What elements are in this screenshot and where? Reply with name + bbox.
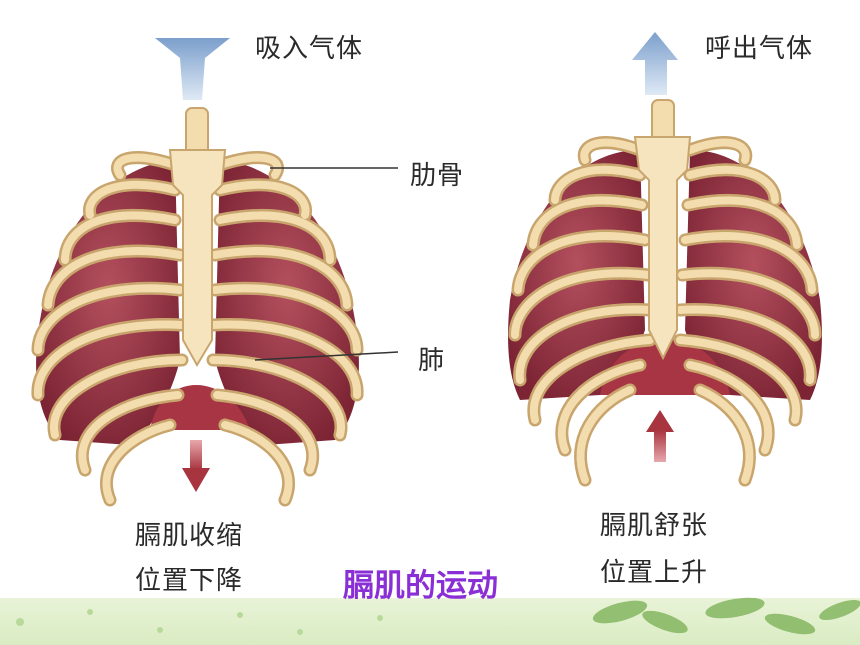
right-spine-top bbox=[651, 99, 675, 143]
rib-label: 肋骨 bbox=[410, 161, 465, 191]
left-lung-right bbox=[215, 160, 359, 445]
lung-label: 肺 bbox=[418, 346, 446, 376]
left-diaphragm-label-2: 位置下降 bbox=[135, 566, 244, 596]
exhale-arrow bbox=[632, 32, 678, 95]
diaphragm-up-arrow bbox=[646, 410, 674, 462]
left-lung-left bbox=[36, 160, 180, 445]
right-diaphragm-label-2: 位置上升 bbox=[600, 558, 709, 588]
page-title: 膈肌的运动 bbox=[343, 568, 498, 604]
right-diaphragm-label-1: 膈肌舒张 bbox=[600, 511, 709, 541]
inhale-arrow bbox=[155, 38, 230, 100]
exhale-label: 呼出气体 bbox=[705, 34, 814, 64]
left-sternum bbox=[168, 149, 227, 367]
right-sternum bbox=[633, 136, 692, 361]
inhale-label: 吸入气体 bbox=[255, 34, 364, 64]
right-diaphragm bbox=[600, 338, 730, 395]
footer-leaves bbox=[592, 597, 860, 635]
diaphragm-down-arrow bbox=[182, 440, 210, 492]
left-diaphragm-label-1: 膈肌收缩 bbox=[135, 521, 244, 551]
footer-sparkles bbox=[16, 609, 383, 635]
left-thorax bbox=[31, 107, 399, 507]
right-thorax bbox=[508, 99, 822, 487]
left-spine-top bbox=[185, 107, 209, 157]
